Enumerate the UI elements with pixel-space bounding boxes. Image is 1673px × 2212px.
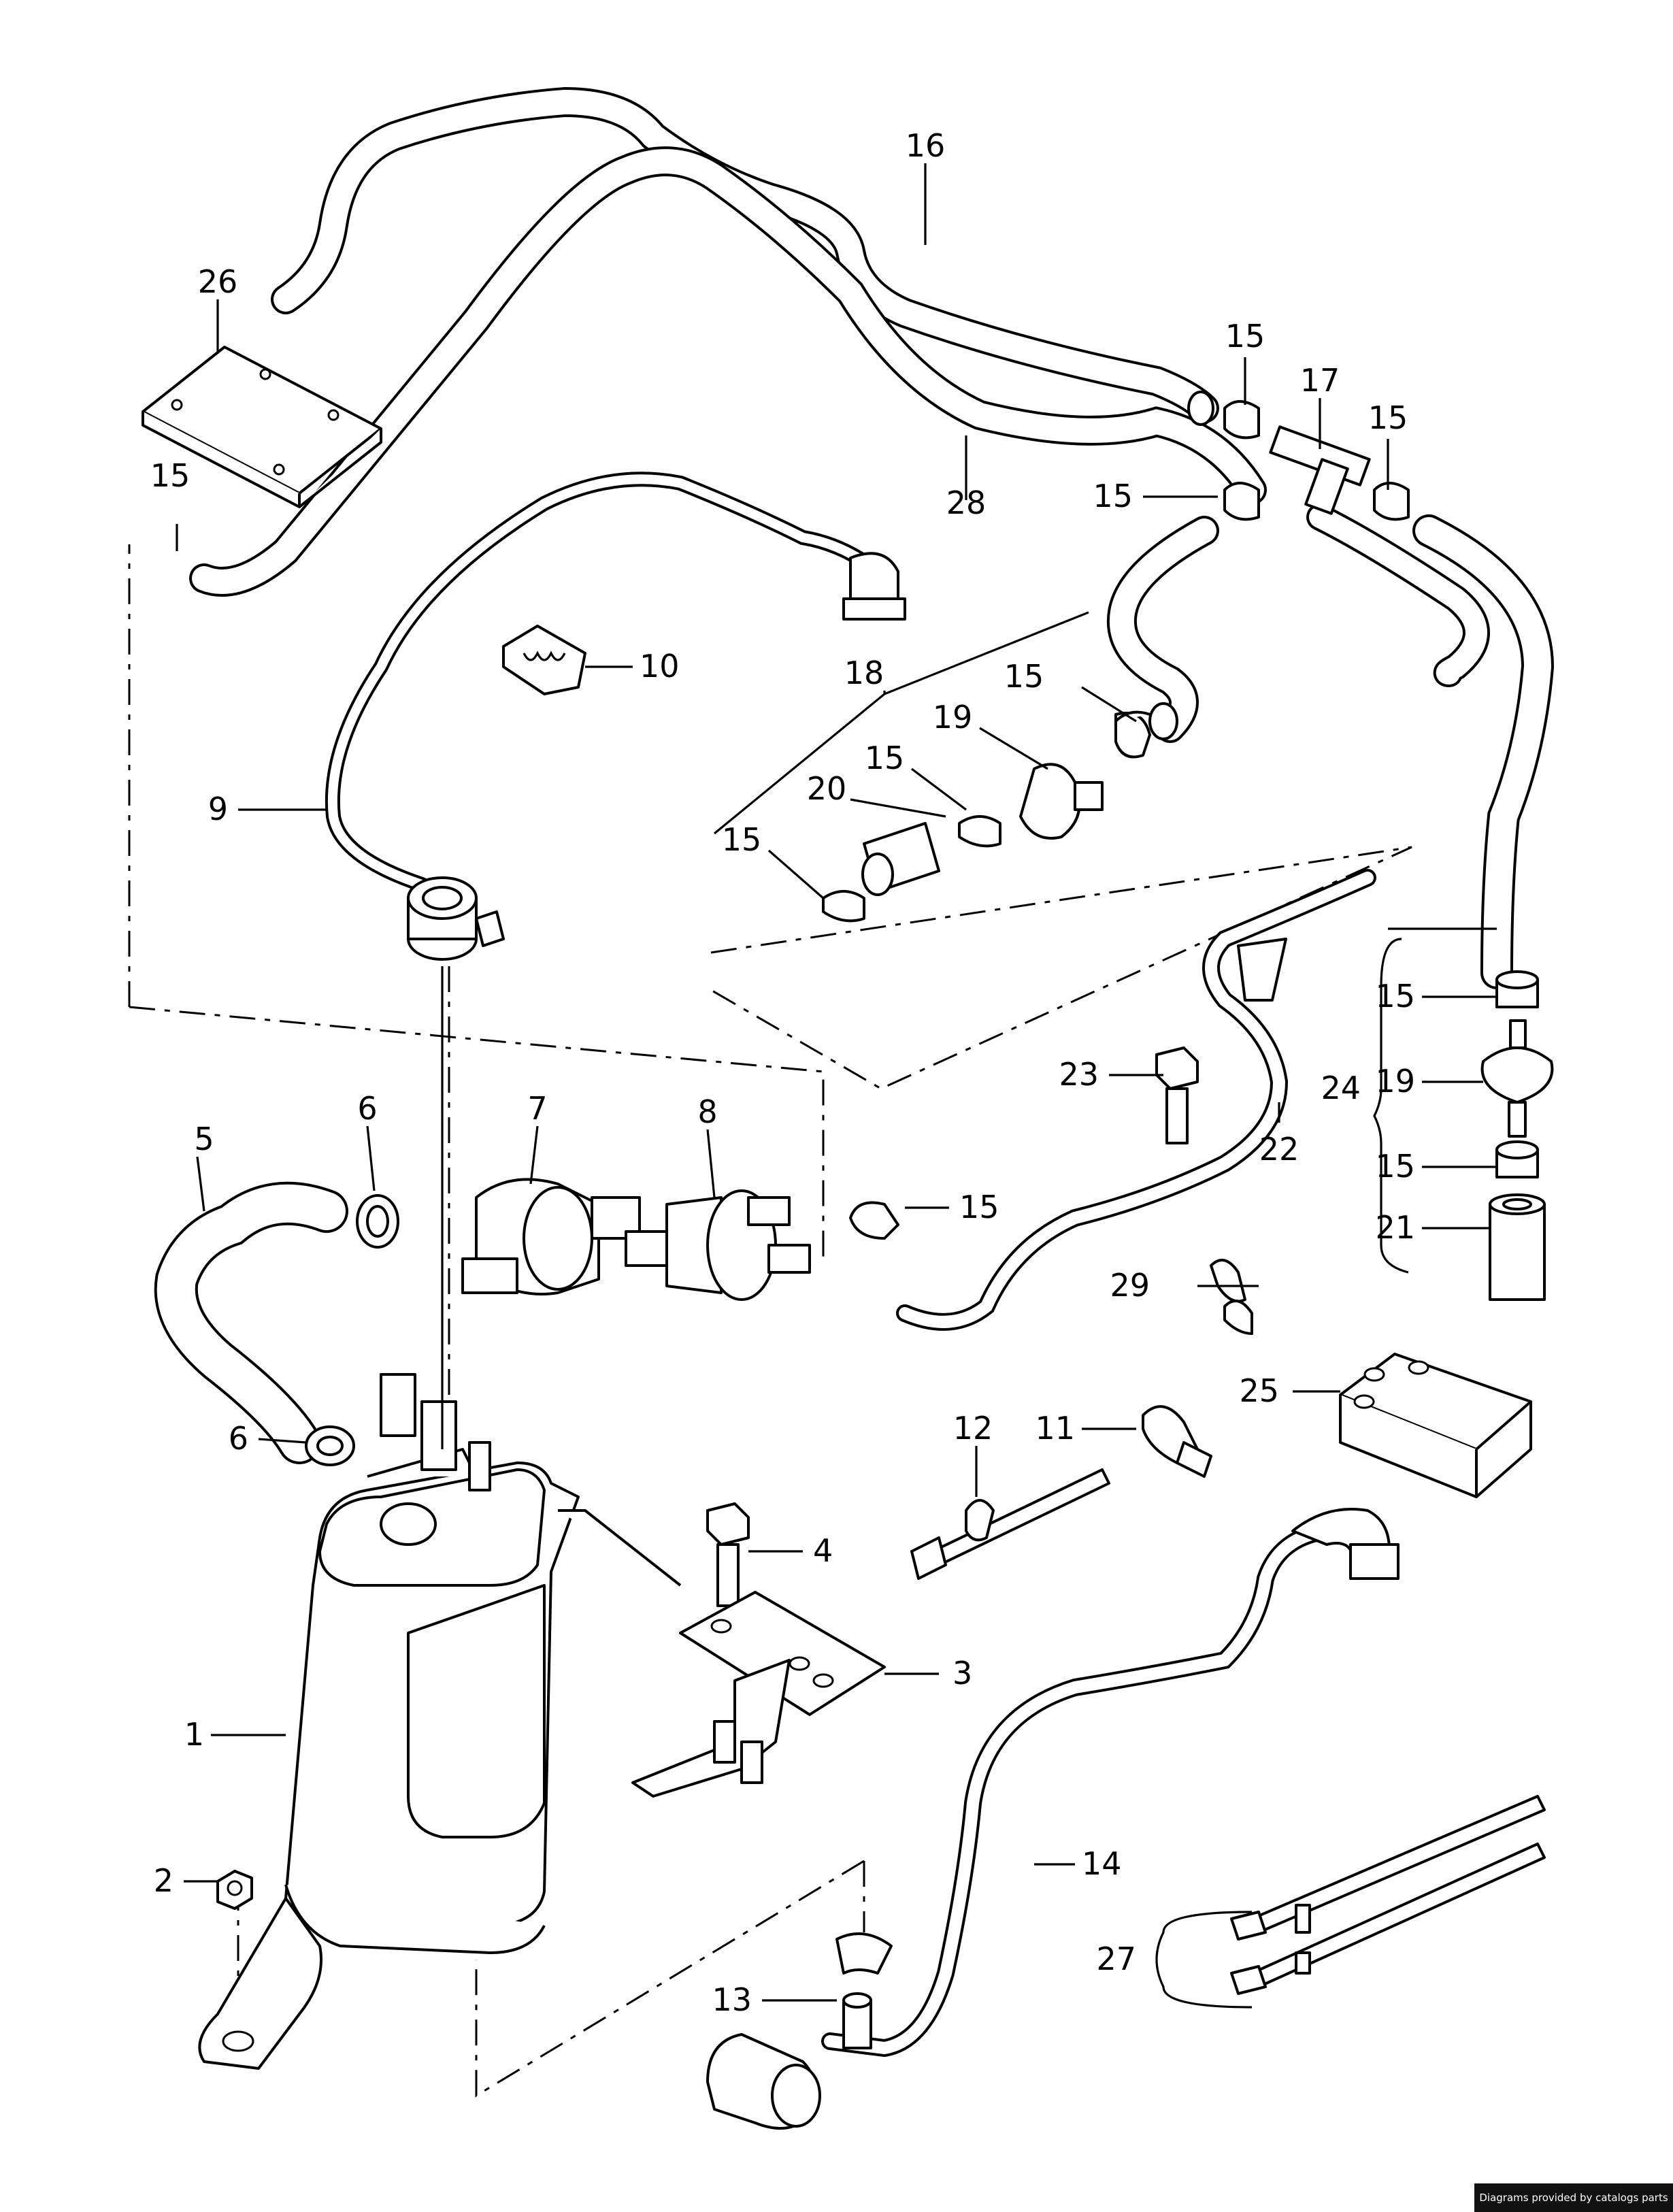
callout-6-lower: 6 [229, 1420, 248, 1457]
line-22 [849, 869, 1376, 1331]
part-18-group [822, 702, 1178, 923]
callout-19-b: 19 [1375, 1063, 1415, 1100]
callout-23: 23 [1059, 1056, 1099, 1093]
callout-28: 28 [946, 484, 987, 521]
callout-17: 17 [1300, 362, 1340, 399]
callout-6-upper: 6 [357, 1090, 377, 1127]
callout-14: 14 [1082, 1845, 1122, 1882]
part-1-canister [284, 1373, 682, 1954]
callout-13: 13 [712, 1981, 752, 2018]
part-2-nut [198, 1870, 322, 2070]
callout-15-d: 15 [150, 457, 191, 494]
part-29-clip [1210, 1259, 1253, 1335]
callout-20: 20 [807, 770, 847, 807]
callout-7: 7 [527, 1090, 547, 1127]
callout-15-b: 15 [1368, 399, 1408, 436]
callout-29: 29 [1110, 1267, 1150, 1304]
part-13-clamp [835, 1932, 893, 1975]
callout-15-j: 15 [1375, 1148, 1415, 1185]
part-27-ties [1230, 1795, 1546, 1995]
hose-5 [154, 1181, 348, 1464]
callout-12: 12 [953, 1410, 993, 1447]
part-12-tie [910, 1468, 1110, 1580]
callout-15-i: 15 [1375, 978, 1415, 1014]
part-26-plate [142, 346, 382, 508]
hose-9 [325, 472, 885, 892]
callout-15-a: 15 [1225, 318, 1265, 354]
part-24-group [1480, 970, 1554, 1301]
callout-18: 18 [844, 655, 884, 691]
callout-labels: 1 2 3 4 5 6 6 7 8 9 10 11 12 13 14 15 15… [150, 127, 1415, 2018]
callout-21: 21 [1375, 1209, 1415, 1246]
callout-3: 3 [953, 1655, 972, 1691]
callout-16: 16 [906, 127, 946, 164]
line-14 [821, 1508, 1399, 2058]
callout-4: 4 [813, 1532, 833, 1569]
part-4-bolt [706, 1502, 750, 1607]
part-9-valve [407, 552, 906, 961]
part-23-bolt [1155, 1046, 1199, 1144]
part-11-clip [1142, 1405, 1212, 1478]
callout-8: 8 [697, 1093, 717, 1130]
callout-10: 10 [640, 648, 680, 684]
part-25-plate [1339, 1353, 1532, 1498]
callout-15-e: 15 [1004, 658, 1044, 695]
part-14-connector [706, 1992, 872, 2130]
callout-11: 11 [1035, 1410, 1075, 1447]
callout-15-h: 15 [959, 1189, 999, 1225]
part-3-bracket [631, 1591, 886, 1798]
part-17-tee [1187, 391, 1410, 521]
group-outlines [128, 544, 1412, 2098]
callout-24: 24 [1321, 1070, 1361, 1106]
callout-5: 5 [194, 1121, 214, 1157]
part-6-clamp-upper [356, 1194, 399, 1249]
part-10-clip [502, 625, 586, 695]
callout-9: 9 [208, 791, 228, 827]
callout-19-a: 19 [933, 699, 973, 736]
callout-25: 25 [1239, 1372, 1279, 1409]
part-7-bracket [461, 1178, 641, 1295]
callout-26: 26 [198, 263, 238, 300]
callout-27: 27 [1096, 1941, 1136, 1977]
part-8-valve [625, 1189, 811, 1301]
part-6-clamp-lower [305, 1425, 355, 1466]
callout-15-c: 15 [1093, 478, 1133, 514]
watermark: Diagrams provided by catalogs parts [1474, 2183, 1673, 2212]
callout-15-f: 15 [865, 740, 905, 776]
callout-1: 1 [184, 1716, 204, 1753]
callout-2: 2 [154, 1862, 173, 1899]
leader-lines [176, 163, 1497, 2009]
callout-22: 22 [1259, 1131, 1299, 1168]
hose-right [1106, 504, 1555, 989]
callout-15-g: 15 [722, 821, 762, 858]
